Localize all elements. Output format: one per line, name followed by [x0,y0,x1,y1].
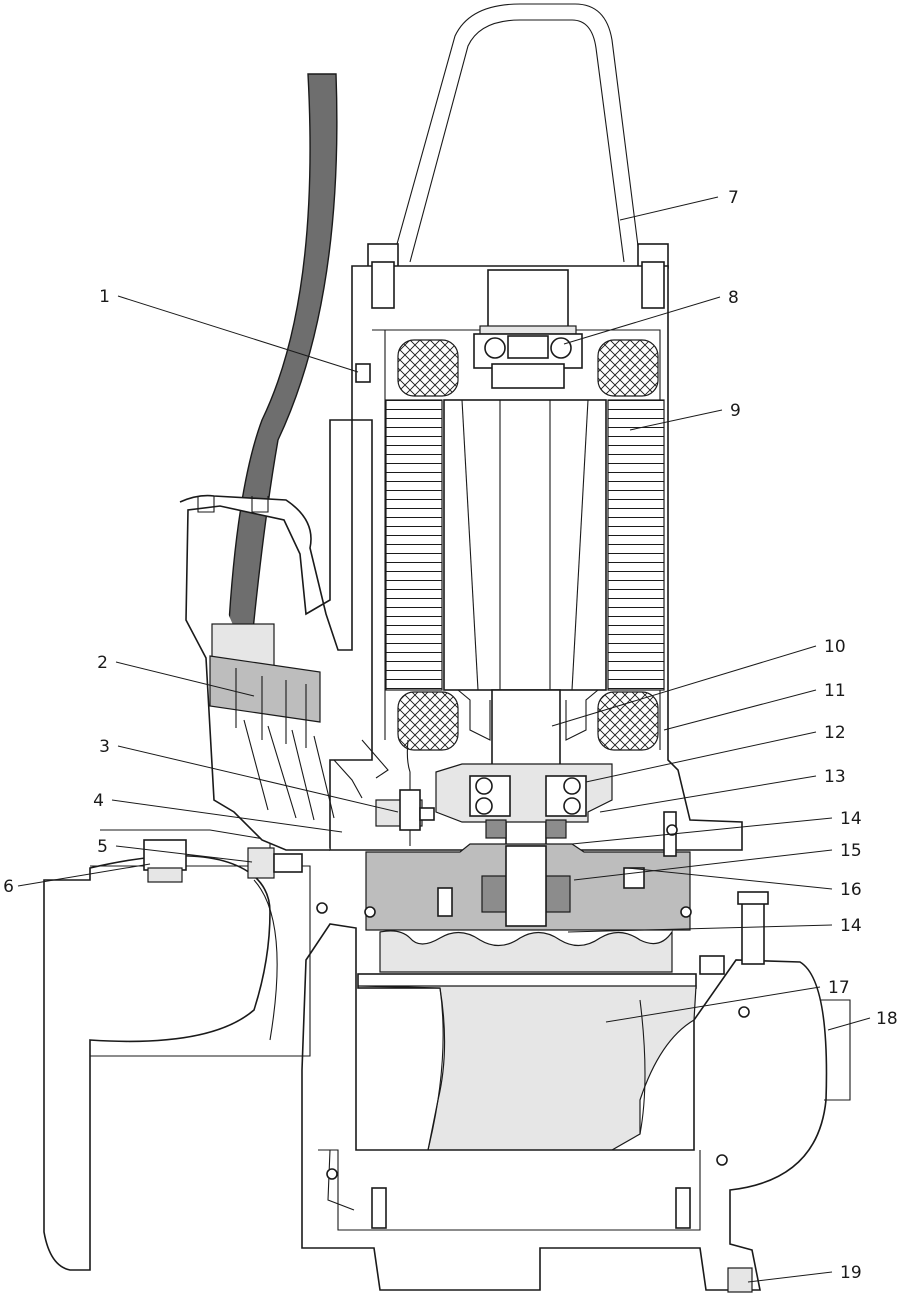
oil-plug [247,847,303,879]
power-cable [225,73,338,663]
callout-5: 5 [97,837,108,857]
callout-6: 6 [3,877,14,897]
callout-1: 1 [99,287,110,307]
callout-2: 2 [97,653,108,673]
vent-plug [355,363,371,383]
callout-16: 16 [840,880,862,900]
moisture-sensor [375,739,435,846]
stator [385,339,665,751]
impeller [357,930,697,1156]
upper-bearing-housing [473,269,583,389]
lifting-handle [367,3,669,269]
callout-14-upper: 14 [840,809,862,829]
callout-8: 8 [728,288,739,308]
callout-3: 3 [99,737,110,757]
callout-4: 4 [93,791,104,811]
callout-leaders [17,196,871,1283]
rotor-shaft [443,399,607,867]
callout-labels: 1 2 3 4 5 6 7 8 9 10 11 12 13 14 15 16 1… [3,188,897,1283]
callout-12: 12 [824,723,846,743]
lower-bearing-housing [435,763,613,823]
callout-14-lower: 14 [840,916,862,936]
terminal-box [179,419,389,851]
callout-7: 7 [728,188,739,208]
drain-plug [727,1267,753,1293]
callout-19: 19 [840,1263,862,1283]
callout-17: 17 [828,978,850,998]
callout-15: 15 [840,841,862,861]
pump-casing [301,923,851,1291]
right-housing-details [316,824,769,1180]
callout-11: 11 [824,681,846,701]
callout-13: 13 [824,767,846,787]
discharge-flange [43,829,311,1271]
callout-18: 18 [876,1009,898,1029]
callout-10: 10 [824,637,846,657]
callout-9: 9 [730,401,741,421]
